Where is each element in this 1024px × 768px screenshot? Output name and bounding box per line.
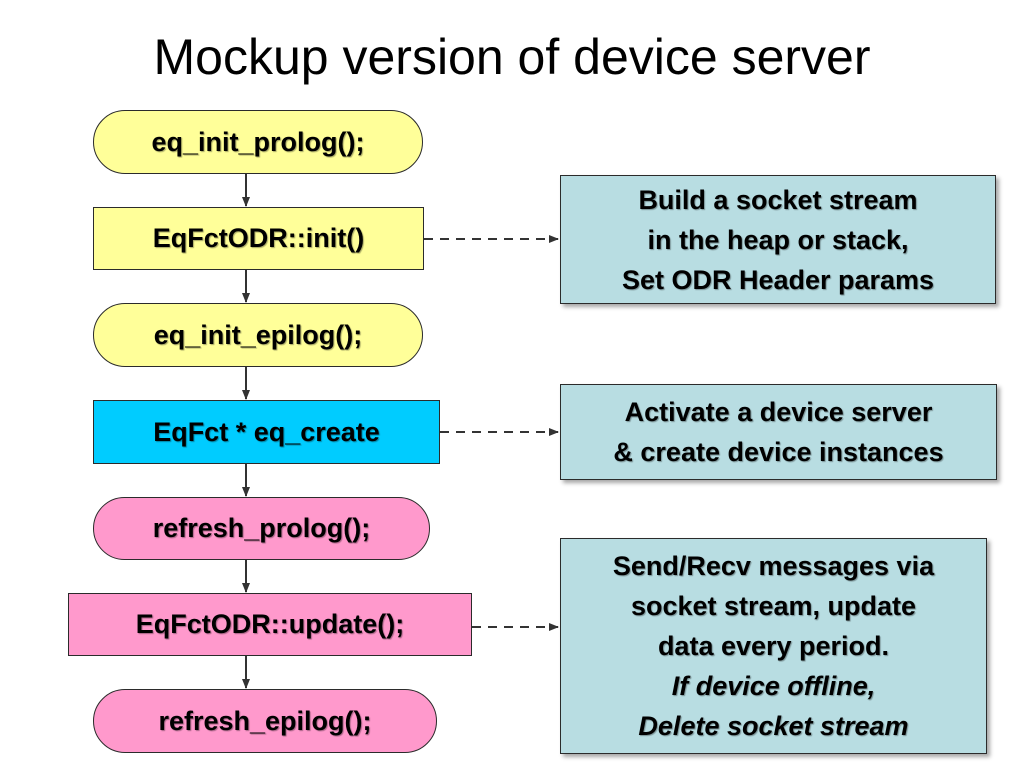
page-title: Mockup version of device server [153,29,871,85]
note-init-line-1: Build a socket stream [638,184,918,215]
node-eq-init-epilog: eq_init_epilog(); [93,303,423,367]
note-update-line-2: socket stream, update [630,591,917,621]
note-update-line-5: Delete socket stream [638,711,909,741]
node-eq-create: EqFct * eq_create [93,400,440,464]
node-eq-init-prolog: eq_init_prolog(); [93,110,423,174]
node-eqfctodr-update: EqFctODR::update(); [68,593,472,656]
note-init-line-2: in the heap or stack, [647,224,909,255]
node-refresh-prolog: refresh_prolog(); [93,497,430,560]
note-update: Send/Recv messages via socket stream, up… [560,538,987,754]
note-update-line-3: data every period. [657,631,890,661]
note-create: Activate a device server & create device… [560,384,997,480]
note-create-line-2: & create device instances [613,437,944,467]
note-create-line-1: Activate a device server [624,397,933,427]
note-update-line-4: If device offline, [671,671,876,701]
note-init-line-3: Set ODR Header params [621,264,935,295]
note-init: Build a socket stream in the heap or sta… [560,175,996,304]
node-refresh-epilog: refresh_epilog(); [93,689,437,753]
node-eqfctodr-init: EqFctODR::init() [93,207,424,270]
note-update-line-1: Send/Recv messages via [612,551,935,581]
